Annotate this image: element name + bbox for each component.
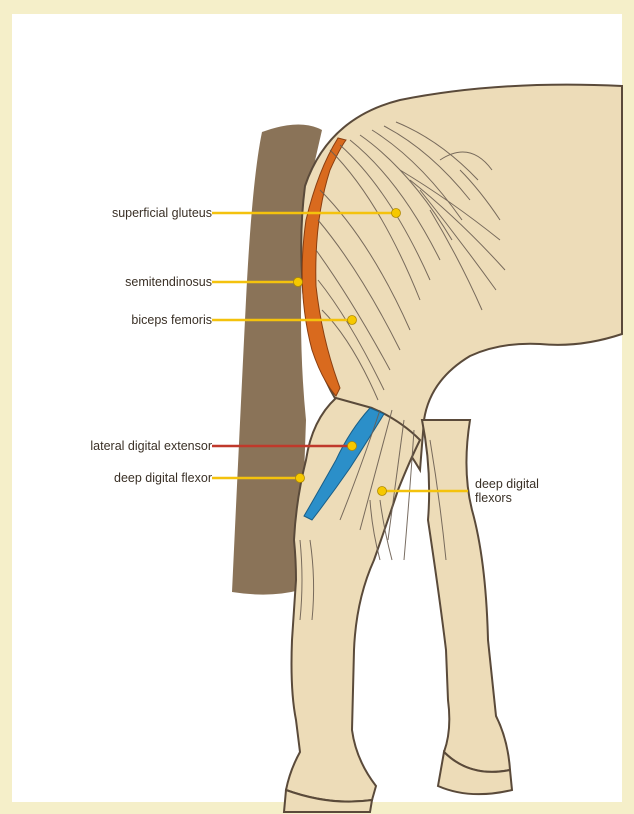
label-superficial-gluteus: superficial gluteus [112,207,212,220]
label-deep-digital-flexors-line2: flexors [475,491,512,505]
label-semitendinosus: semitendinosus [125,276,212,289]
label-biceps-femoris: biceps femoris [131,314,212,327]
label-lateral-digital-extensor: lateral digital extensor [90,440,212,453]
dot-lateral-digital-extensor [348,442,357,451]
dot-superficial-gluteus [392,209,401,218]
dot-deep-digital-flexor [296,474,305,483]
label-deep-digital-flexors-line1: deep digital [475,477,539,491]
dot-biceps-femoris [348,316,357,325]
dot-semitendinosus [294,278,303,287]
label-deep-digital-flexors: deep digital flexors [475,477,539,506]
dot-deep-digital-flexors [378,487,387,496]
label-deep-digital-flexor: deep digital flexor [114,472,212,485]
